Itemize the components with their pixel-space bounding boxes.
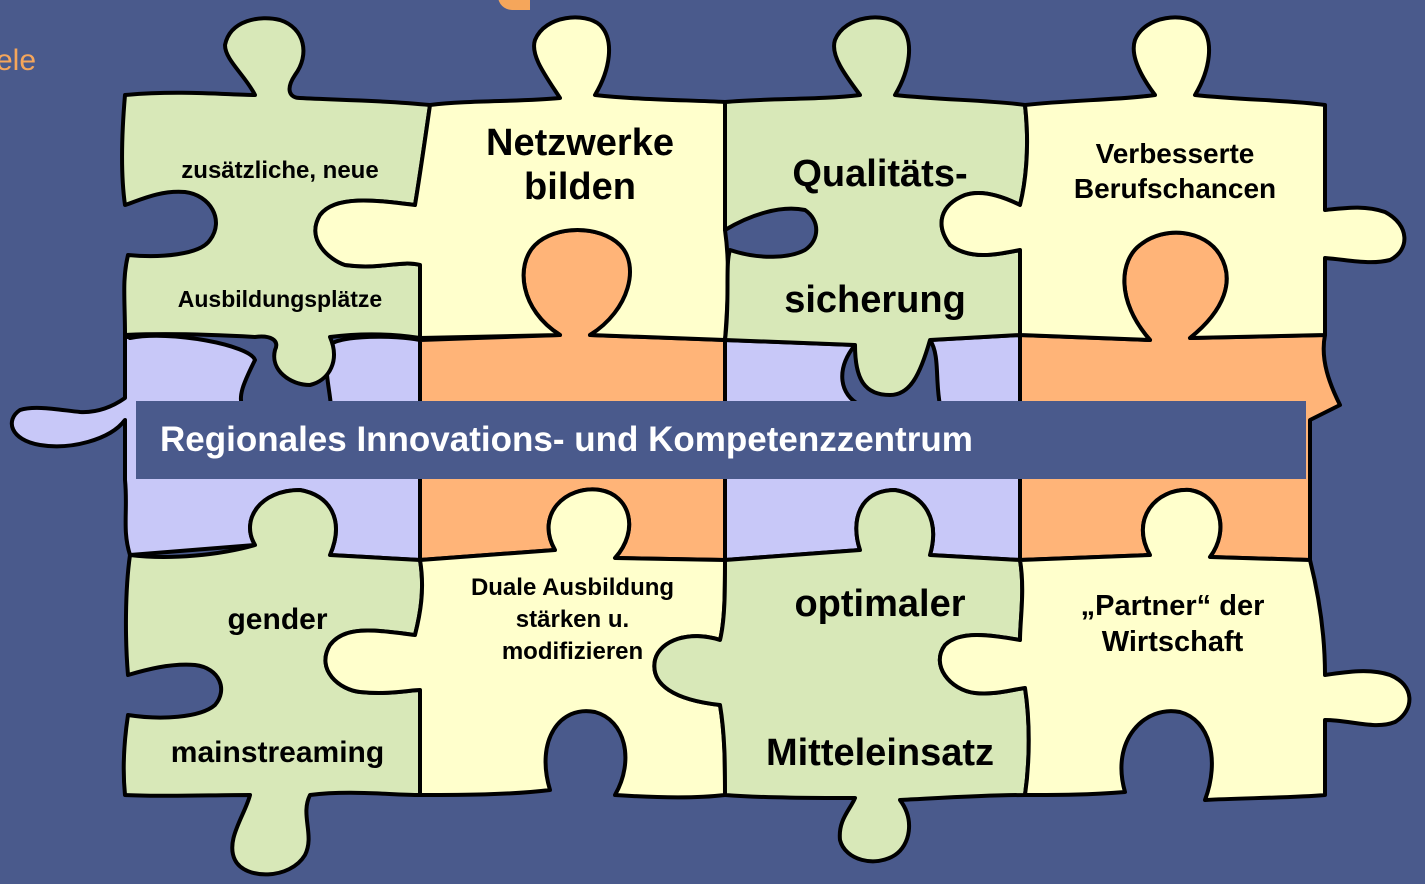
label-build-networks: Netzwerke bilden (486, 122, 674, 208)
title-fragment (498, 0, 530, 10)
label-business-partner: „Partner“ der Wirtschaft (1080, 590, 1265, 659)
puzzle-piece-green-bottom-1 (121, 488, 425, 877)
puzzle-piece-yellow-top-2 (313, 15, 731, 342)
label-optimal: optimaler (794, 583, 966, 625)
puzzle-piece-yellow-bottom-4 (937, 487, 1412, 802)
label-gender: gender (227, 603, 328, 636)
label-mainstreaming: mainstreaming (170, 736, 385, 769)
label-training-places: Ausbildungsplätze (177, 286, 383, 312)
label-quality: Qualitäts- (792, 153, 968, 195)
label-resource-use: Mitteleinsatz (765, 732, 995, 774)
center-banner: Regionales Innovations- und Kompetenzzen… (136, 401, 1306, 479)
subtitle-fragment: ele (0, 44, 37, 77)
label-better-job-chances: Verbesserte Berufschancen (1073, 138, 1277, 204)
label-assurance: sicherung (784, 279, 966, 321)
label-dual-training: Duale Ausbildung stärken u. modifizieren (470, 574, 675, 665)
label-additional-new: zusätzliche, neue (181, 157, 379, 184)
puzzle-piece-yellow-top-4 (939, 15, 1407, 342)
center-banner-text: Regionales Innovations- und Kompetenzzen… (160, 420, 973, 459)
